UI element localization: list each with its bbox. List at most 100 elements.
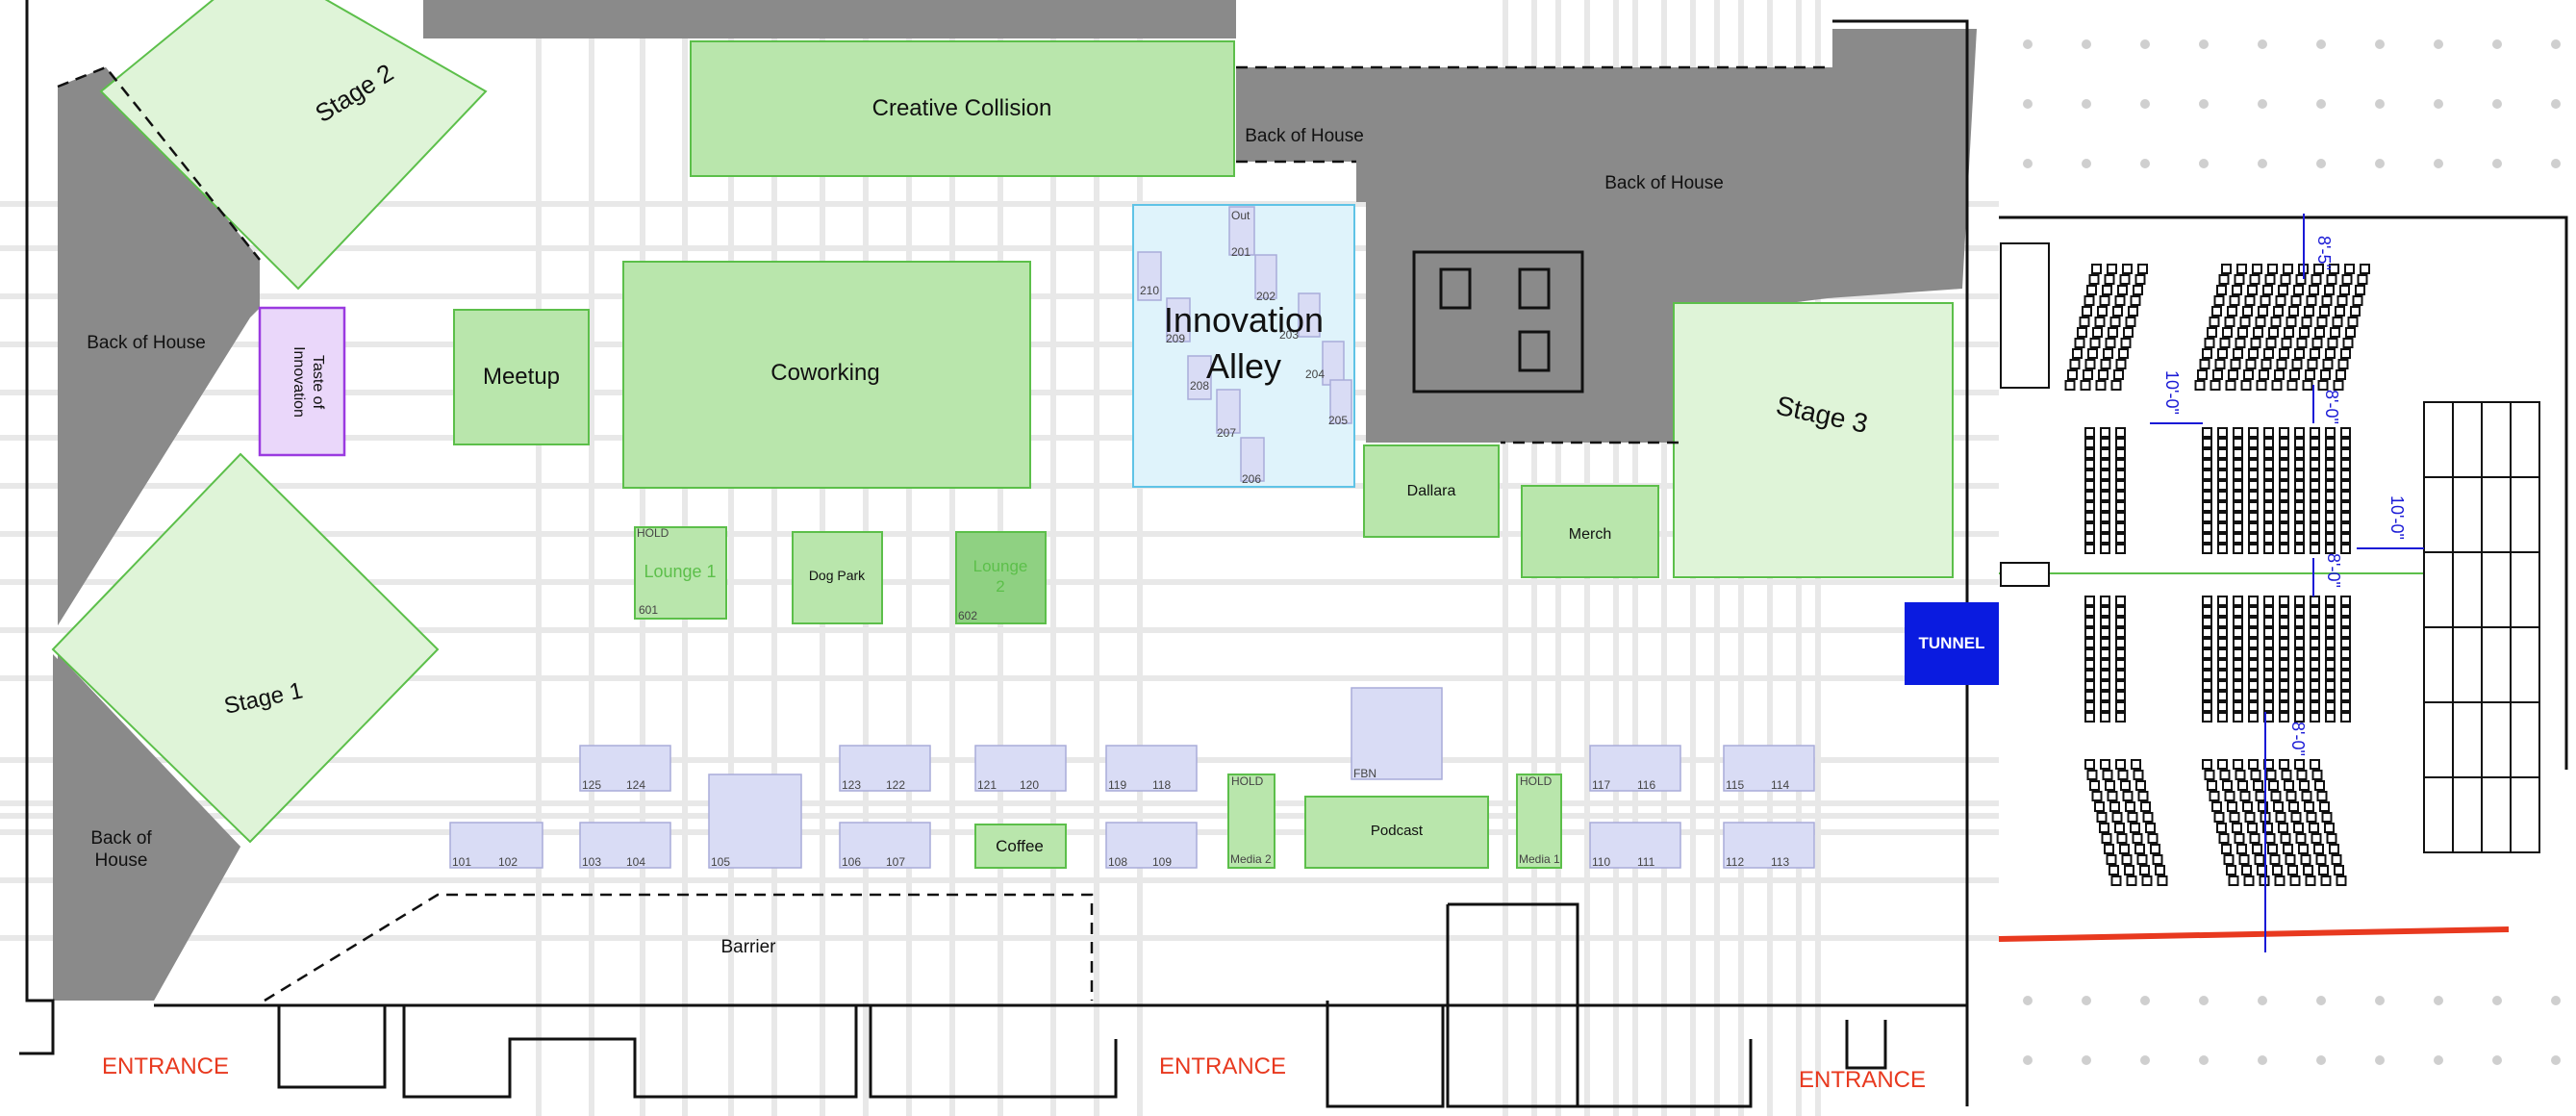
seat (2310, 596, 2320, 606)
seat (2279, 501, 2289, 512)
coffee: Coffee (974, 824, 1067, 869)
seat (2262, 285, 2273, 295)
seat (2294, 648, 2305, 659)
seat (2130, 823, 2140, 833)
seat (2293, 823, 2304, 833)
seat (2310, 712, 2320, 723)
seat (2109, 865, 2119, 875)
seat (2279, 522, 2289, 533)
seat (2077, 327, 2087, 338)
seat (2284, 327, 2294, 338)
grid-dot (2082, 99, 2091, 109)
seat (2325, 712, 2336, 723)
bleacher-section (2510, 776, 2540, 853)
seat (2279, 491, 2289, 501)
media1-label: Media 1 (1519, 852, 1560, 866)
seat (2236, 844, 2247, 854)
bleacher-section (2481, 551, 2512, 628)
seat (2082, 306, 2092, 317)
seat (2327, 338, 2338, 348)
seat (2263, 617, 2274, 627)
seat (2248, 606, 2259, 617)
seat (2202, 348, 2212, 359)
seat (2325, 659, 2336, 670)
media2-label: Media 2 (1230, 852, 1272, 866)
seat (2100, 638, 2110, 648)
seat (2310, 627, 2320, 638)
seat (2218, 274, 2230, 285)
seat (2211, 801, 2222, 812)
seat (2325, 691, 2336, 701)
seat (2344, 264, 2355, 274)
seat (2325, 617, 2336, 627)
seat (2315, 854, 2327, 865)
seat (2263, 638, 2274, 648)
grid-dot (2316, 1055, 2326, 1065)
seat (2285, 854, 2296, 865)
seat (2279, 469, 2289, 480)
seat (2202, 501, 2212, 512)
seat (2279, 459, 2289, 469)
innovation-alley-label-line1: Innovation (1164, 300, 1324, 340)
seat (2103, 348, 2113, 359)
grid-dot (2258, 39, 2267, 49)
booth-107: 107 (886, 855, 905, 869)
seat (2263, 512, 2274, 522)
seat (2217, 512, 2228, 522)
seat (2271, 380, 2283, 391)
seat (2221, 264, 2232, 274)
seat (2079, 317, 2090, 327)
grid-dot (2140, 39, 2150, 49)
seat (2273, 306, 2284, 317)
seat (2340, 544, 2351, 554)
grid-dot (2375, 159, 2385, 168)
seat (2294, 348, 2305, 359)
seat (2115, 680, 2126, 691)
seat (2223, 854, 2235, 865)
seat (2233, 691, 2243, 701)
booth-121: 121 (977, 778, 997, 792)
seat (2310, 491, 2320, 501)
seat (2217, 712, 2228, 723)
seat (2317, 380, 2329, 391)
grid-dot (2492, 1055, 2502, 1065)
seat (2248, 512, 2259, 522)
seat (2335, 306, 2345, 317)
seat (2084, 617, 2095, 627)
seat (2274, 875, 2286, 886)
seat (2310, 659, 2320, 670)
seat (2216, 823, 2227, 833)
seat (2340, 691, 2351, 701)
seat (2329, 844, 2339, 854)
taste-label-line2: Innovation (290, 346, 307, 418)
grid-dot (2316, 996, 2326, 1005)
seat (2248, 659, 2259, 670)
seat (2098, 369, 2109, 380)
seat (2325, 480, 2336, 491)
seat (2360, 264, 2370, 274)
back-of-house-bottom-label-line2: House (95, 850, 148, 871)
seat (2324, 285, 2335, 295)
seat (2294, 459, 2305, 469)
seat (2331, 854, 2342, 865)
seat (2069, 359, 2081, 369)
seat (2084, 701, 2095, 712)
seat (2100, 596, 2110, 606)
seat (2263, 670, 2274, 680)
seat (2100, 648, 2110, 659)
seat (2115, 659, 2126, 670)
seat (2243, 369, 2254, 380)
seat (2209, 317, 2220, 327)
seat (2325, 427, 2336, 438)
seat (2306, 295, 2317, 306)
grid-dot (2023, 1055, 2033, 1065)
seat (2325, 512, 2336, 522)
seat (2084, 638, 2095, 648)
seat (2092, 327, 2103, 338)
seat (2197, 369, 2208, 380)
media2-hold: HOLD (1231, 774, 1264, 788)
seat (2095, 380, 2107, 391)
seat (2294, 596, 2305, 606)
seat (2115, 596, 2126, 606)
